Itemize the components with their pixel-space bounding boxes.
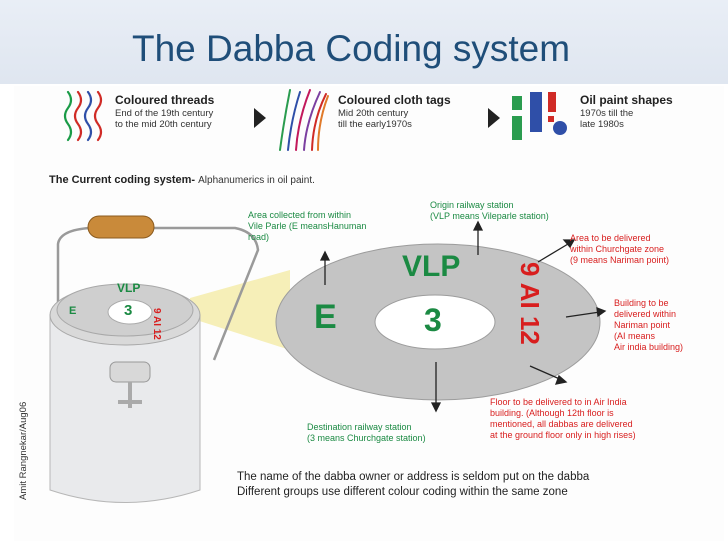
can-code-building: 9 AI 12 [151, 308, 162, 340]
current-system-heading: The Current coding system- [49, 174, 196, 186]
slide-title: The Dabba Coding system [132, 28, 571, 69]
history-heading-cloth: Coloured cloth tags [338, 93, 451, 107]
annotation-area-delivered-1: Area to be delivered [570, 233, 651, 243]
history-arrow-2 [488, 108, 500, 128]
note-owner-name: The name of the dabba owner or address i… [237, 471, 590, 483]
title-band [0, 0, 728, 84]
history-arrow-1 [254, 108, 266, 128]
annotation-origin-1: Origin railway station [430, 200, 514, 210]
history-heading-threads: Coloured threads [115, 93, 215, 107]
annotation-destination-2: (3 means Churchgate station) [307, 433, 426, 443]
photo-credit: Amit Rangnekar/Aug06 [18, 401, 29, 500]
lid-code-origin: VLP [402, 250, 461, 283]
annotation-area-collected-1: Area collected from within [248, 210, 352, 220]
coloured-cloth-tags-icon [279, 89, 329, 151]
history-line-cloth-1: Mid 20th century [338, 108, 409, 119]
lid-code-destination: 3 [424, 302, 442, 338]
annotation-floor-4: at the ground floor only in high rises) [490, 430, 636, 440]
coloured-threads-icon [63, 90, 103, 142]
can-code-origin: VLP [117, 281, 141, 295]
history-line-threads-1: End of the 19th century [115, 108, 214, 119]
annotation-area-delivered-3: (9 means Nariman point) [570, 255, 670, 265]
current-system-label: The Current coding system- Alphanumerics… [49, 174, 315, 186]
history-line-threads-2: to the mid 20th century [115, 119, 212, 130]
zoom-ray [190, 270, 290, 350]
history-line-paint-2: late 1980s [580, 119, 624, 130]
wooden-grip [87, 215, 155, 239]
annotation-origin-2: (VLP means Vileparle station) [430, 211, 549, 221]
history-heading-paint: Oil paint shapes [580, 93, 673, 107]
annotation-building-2: delivered within [614, 309, 677, 319]
annotation-building-3: Nariman point [614, 320, 671, 330]
annotation-arrows [319, 220, 607, 413]
can-body [49, 314, 201, 503]
annotation-area-delivered-2: within Churchgate zone [570, 244, 665, 254]
history-line-paint-1: 1970s till the [580, 108, 634, 119]
lid-code-building: 9 AI 12 [515, 262, 545, 345]
history-line-cloth-2: till the early1970s [338, 119, 412, 130]
can-handle [56, 226, 260, 364]
annotation-area-collected-2: Vile Parle (E meansHanuman [248, 221, 367, 231]
can-code-destination: 3 [124, 302, 133, 319]
note-colour-coding: Different groups use different colour co… [237, 486, 568, 498]
annotation-area-collected-3: road) [248, 232, 270, 242]
annotation-building-1: Building to be [614, 298, 669, 308]
lid-centre [374, 294, 496, 350]
oil-paint-shapes-icon [512, 92, 567, 140]
annotation-floor-1: Floor to be delivered to in Air India [490, 397, 627, 407]
annotation-building-4: (AI means [614, 331, 656, 341]
annotation-destination-1: Destination railway station [307, 422, 412, 432]
annotation-floor-3: mentioned, all dabbas are delivered [490, 419, 633, 429]
annotation-floor-2: building. (Although 12th floor is [490, 408, 614, 418]
can-code-area: E [69, 305, 77, 317]
annotation-building-5: Air india building) [614, 342, 684, 352]
lid-code-area: E [314, 298, 337, 336]
current-system-detail: Alphanumerics in oil paint. [198, 175, 315, 186]
